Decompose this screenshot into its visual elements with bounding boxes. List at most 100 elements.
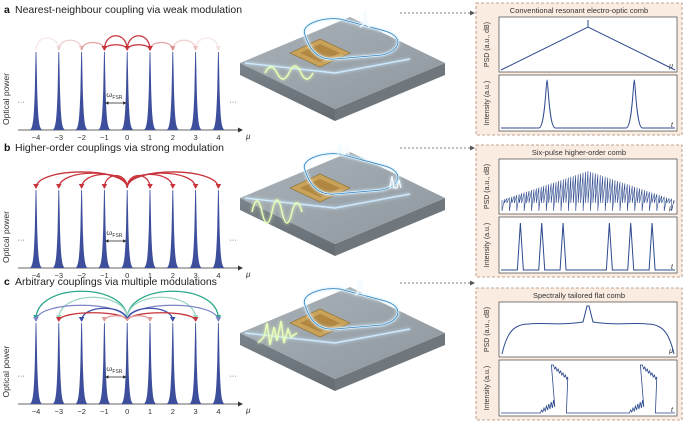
- coupling-arrow-lightblue-left-arrowhead: [33, 317, 39, 322]
- coupling-arrow-lightblue-right-arrowhead: [215, 317, 222, 322]
- comb-line-peak: [120, 190, 135, 268]
- coupling-arrow-right: [126, 44, 151, 51]
- coupling-arrow-left: [35, 37, 60, 51]
- panel-title-a: Nearest-neighbour coupling via weak modu…: [15, 4, 242, 16]
- comb-line-peak: [51, 52, 66, 130]
- fsr-subscript: FSR: [112, 369, 122, 375]
- mode-index-label: −1: [100, 133, 109, 142]
- coupling-arrow-right-arrowhead: [192, 46, 199, 51]
- chip-c: [240, 278, 475, 391]
- mode-index-label: 2: [171, 407, 175, 416]
- comb-panel-title: Spectrally tailored flat comb: [533, 291, 625, 300]
- right-ellipsis: ···: [229, 371, 237, 380]
- coupling-arrow-right-arrowhead: [170, 46, 176, 51]
- mode-index-label: −4: [32, 271, 41, 280]
- frequency-axis-arrow: [238, 265, 243, 271]
- intensity-plot-frame: [498, 359, 678, 417]
- panel-title-b: Higher-order couplings via strong modula…: [15, 142, 224, 154]
- psd-mu-label: μ: [668, 63, 673, 70]
- mode-index-label: 2: [171, 133, 175, 142]
- higher-order-coupling-right-arrowhead: [192, 184, 199, 189]
- y-axis-label-optical-power: Optical power: [1, 345, 11, 397]
- comb-line-peak: [188, 323, 203, 404]
- comb-line-peak: [120, 52, 135, 130]
- intensity-axis-label: Intensity (a.u.): [484, 223, 491, 267]
- chip-top: [240, 287, 445, 379]
- comb-line-peak: [188, 52, 203, 130]
- intensity-axis-label: Intensity (a.u.): [484, 366, 491, 410]
- left-ellipsis: ···: [17, 235, 25, 244]
- mode-index-label: −3: [55, 407, 64, 416]
- comb-line-peak: [97, 190, 112, 268]
- chip-top: [240, 17, 445, 109]
- coupling-arrow-lightred-right: [126, 315, 151, 322]
- comb-panels: Conventional resonant electro-optic comb…: [475, 2, 683, 421]
- comb-line-peak: [51, 190, 66, 268]
- comb-line-peak: [211, 190, 226, 268]
- chip-illustrations: [240, 10, 475, 391]
- left-ellipsis: ···: [17, 371, 25, 380]
- intensity-t-label: t: [671, 122, 674, 129]
- optical-waveform: [264, 65, 314, 80]
- mode-index-label: 0: [125, 271, 129, 280]
- ring-pulse: [337, 143, 402, 189]
- coupling-arrow-nearest-right-arrowhead: [147, 46, 153, 51]
- chip-side-left: [240, 63, 335, 121]
- coupling-arrow-lightred-left: [103, 315, 128, 322]
- coupling-arrow-red-right: [126, 312, 197, 322]
- mode-index-label: 3: [194, 271, 198, 280]
- mode-index-label: 3: [194, 407, 198, 416]
- coupling-arrow-red-left: [58, 312, 128, 322]
- higher-order-coupling-left: [35, 171, 128, 189]
- psd-axis-label: PSD (a.u., dB): [484, 307, 491, 352]
- dashed-connector-arrow: [470, 145, 475, 151]
- comb-line-peak: [97, 323, 112, 404]
- mode-index-label: −2: [77, 271, 86, 280]
- coupling-arrow-blue-left: [80, 307, 128, 322]
- comb-line-peak: [143, 52, 157, 130]
- intensity-plot-frame: [498, 74, 678, 132]
- left-ellipsis: ···: [17, 97, 25, 106]
- frequency-axis-arrow: [238, 401, 243, 407]
- bus-waveguide: [244, 58, 411, 74]
- mode-index-label: −1: [100, 271, 109, 280]
- higher-order-coupling-right: [126, 171, 220, 189]
- chip-side-right: [335, 198, 445, 256]
- fsr-label: ω: [106, 90, 112, 99]
- fsr-subscript: FSR: [112, 233, 122, 239]
- mode-index-label: −2: [77, 133, 86, 142]
- panel-label-c: c: [4, 276, 10, 288]
- optical-waveform: [251, 199, 303, 224]
- right-ellipsis: ···: [229, 235, 237, 244]
- comb-panel-a: Conventional resonant electro-optic comb…: [475, 2, 683, 136]
- intensity-plot-frame: [498, 216, 678, 274]
- optical-waveform: [257, 320, 298, 346]
- intensity-axis-label: Intensity (a.u.): [484, 81, 491, 125]
- higher-order-coupling-left-arrowhead: [33, 184, 39, 189]
- coupling-arrow-blue-left-arrowhead: [78, 317, 85, 322]
- comb-line-peak: [120, 323, 135, 404]
- chip-b: [240, 143, 475, 256]
- coupling-arrow-nearest-right: [126, 35, 151, 51]
- comb-line-peak: [165, 190, 180, 268]
- coupling-arrow-blue-right-arrowhead: [170, 317, 176, 322]
- coupling-arrow-lightteal-left: [58, 296, 128, 320]
- comb-line-peak: [51, 323, 66, 404]
- psd-trace: [501, 170, 675, 212]
- coupling-arrow-left: [80, 41, 106, 51]
- fsr-subscript: FSR: [112, 95, 122, 101]
- higher-order-coupling-left-arrowhead: [101, 184, 108, 189]
- higher-order-coupling-right-arrowhead: [170, 184, 176, 189]
- higher-order-coupling-right-arrowhead: [215, 184, 222, 189]
- mode-index-label: −4: [32, 133, 41, 142]
- mode-index-label: 0: [125, 407, 129, 416]
- coupling-arrow-blue-right: [126, 307, 174, 322]
- chip-a: [240, 10, 475, 121]
- panel-c-spectrum: c Arbitrary couplings via multiple modula…: [1, 276, 251, 416]
- panel-title-c: Arbitrary couplings via multiple modulat…: [15, 276, 217, 288]
- coupling-arrow-lightred-right-arrowhead: [147, 317, 153, 322]
- psd-axis-label: PSD (a.u., dB): [484, 164, 491, 209]
- mode-index-label: −3: [55, 133, 64, 142]
